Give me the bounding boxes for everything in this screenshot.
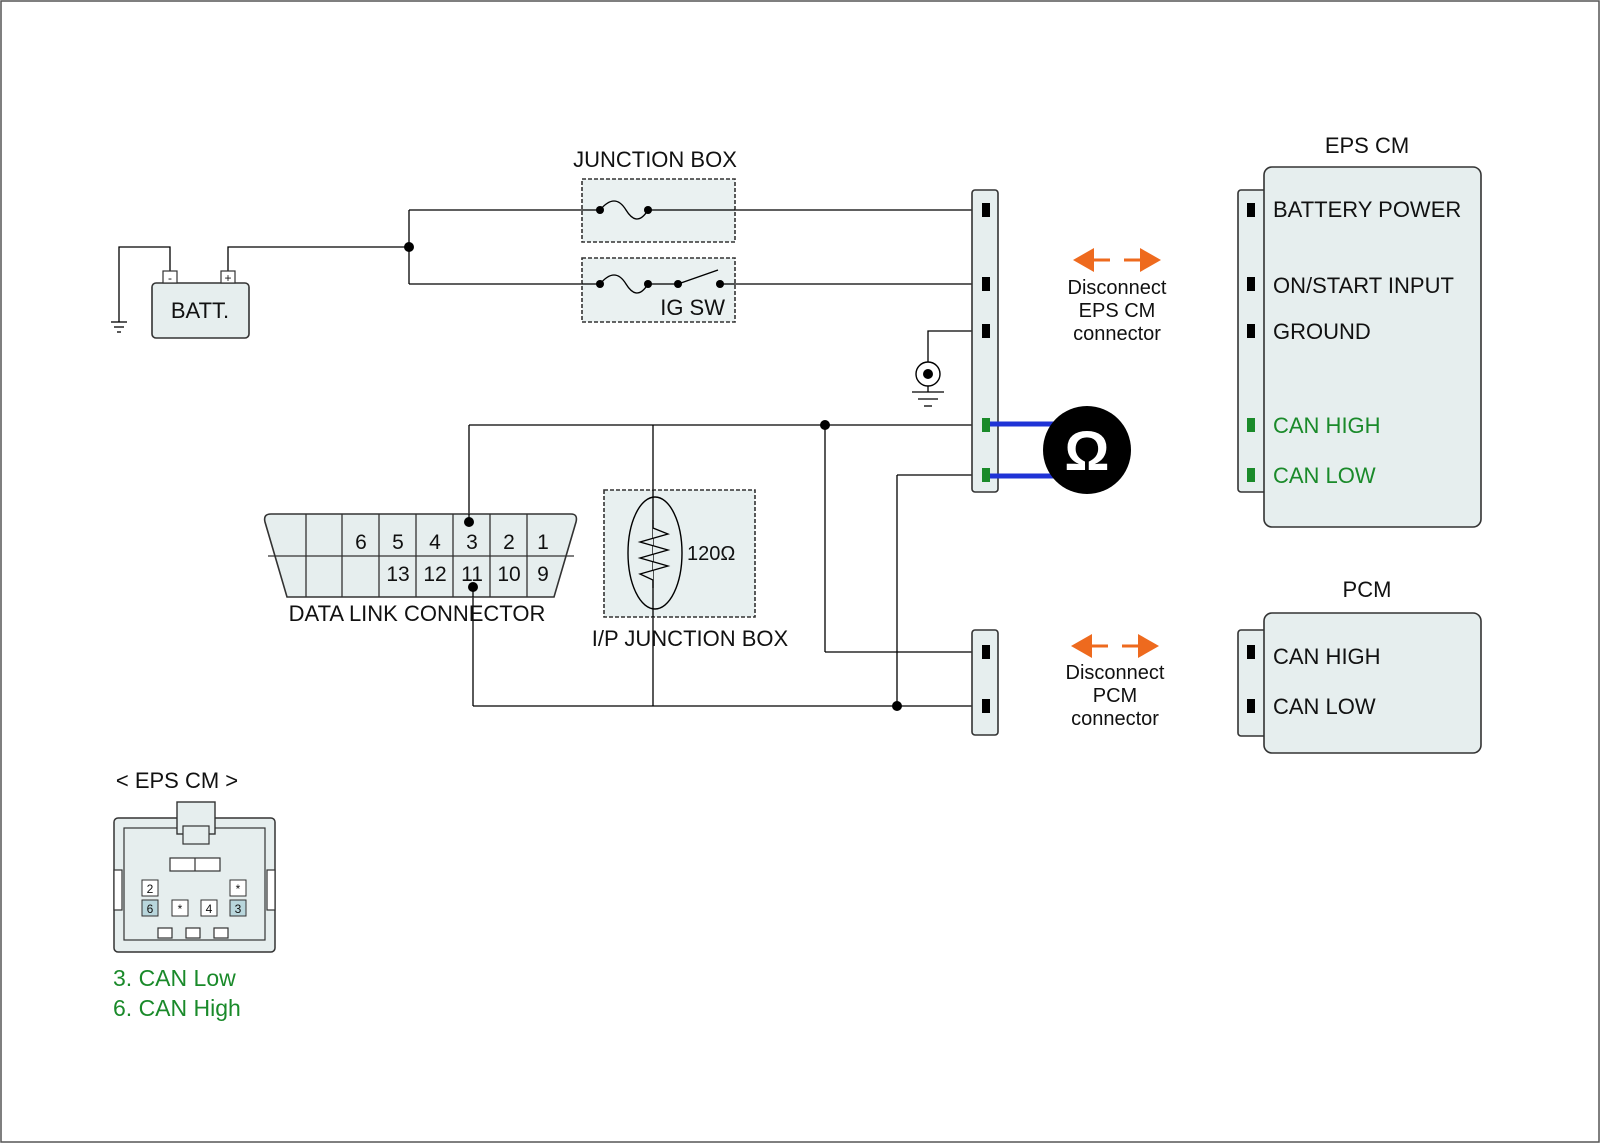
dlc-pin-10: 10 xyxy=(497,563,520,586)
connector-view-title: < EPS CM > xyxy=(116,768,238,793)
svg-text:EPS CM: EPS CM xyxy=(1079,300,1156,322)
dlc-pin-13: 13 xyxy=(386,563,409,586)
cv-pin-2: 2 xyxy=(147,882,154,896)
dlc-pin-11: 11 xyxy=(461,563,483,586)
dlc-label: DATA LINK CONNECTOR xyxy=(289,601,546,626)
connector-view: < EPS CM > 2 * 6 * 4 3 3. CAN Low 6. CA xyxy=(113,768,276,1021)
dlc-pin-1: 1 xyxy=(537,531,549,554)
battery-plus: + xyxy=(224,271,231,285)
cv-pin-3: 3 xyxy=(235,902,242,916)
dlc-pin-4: 4 xyxy=(429,531,441,554)
dlc-pin-5: 5 xyxy=(392,531,404,554)
battery: - + BATT. xyxy=(151,270,250,339)
eps-pin-ground: GROUND xyxy=(1273,319,1371,344)
pcm-harness-connector xyxy=(971,629,999,736)
eps-cm-module: EPS CM BATTERY POWER ON/START INPUT GROU… xyxy=(1237,133,1482,528)
cv-pin-star-top: * xyxy=(236,882,241,896)
pcm-title: PCM xyxy=(1343,577,1392,602)
svg-text:Disconnect: Disconnect xyxy=(1066,662,1165,684)
chassis-ground-icon xyxy=(912,361,944,407)
eps-pin-can-high: CAN HIGH xyxy=(1273,413,1381,438)
pcm-pin-can-low: CAN LOW xyxy=(1273,694,1376,719)
wires xyxy=(118,200,985,707)
junction-box-title: JUNCTION BOX xyxy=(573,147,737,172)
dlc-pin-12: 12 xyxy=(423,563,446,586)
eps-disconnect-note: Disconnect EPS CM connector xyxy=(1068,277,1167,345)
pcm-pin-can-high: CAN HIGH xyxy=(1273,644,1381,669)
svg-text:Disconnect: Disconnect xyxy=(1068,277,1167,299)
svg-text:PCM: PCM xyxy=(1093,685,1137,707)
ohmmeter-icon xyxy=(1043,406,1131,494)
cv-pin-star-bottom: * xyxy=(178,902,183,916)
battery-minus: - xyxy=(168,271,172,285)
legend-can-high: 6. CAN High xyxy=(113,995,241,1021)
eps-pin-on-start-input: ON/START INPUT xyxy=(1273,273,1454,298)
eps-harness-connector xyxy=(971,189,999,493)
eps-pin-can-low: CAN LOW xyxy=(1273,463,1376,488)
ig-sw-label: IG SW xyxy=(660,295,725,320)
cv-pin-6: 6 xyxy=(147,902,154,916)
dlc-pin-3: 3 xyxy=(466,531,478,554)
pcm-module: PCM CAN HIGH CAN LOW xyxy=(1237,577,1482,754)
dlc-pin-9: 9 xyxy=(537,563,549,586)
eps-pin-battery-power: BATTERY POWER xyxy=(1273,197,1461,222)
legend-can-low: 3. CAN Low xyxy=(113,965,236,991)
connector-face-icon xyxy=(113,801,276,953)
battery-ground-icon xyxy=(111,321,127,333)
junction-box: JUNCTION BOX IG SW xyxy=(573,147,737,323)
dlc-pin-6: 6 xyxy=(355,531,367,554)
battery-label: BATT. xyxy=(171,298,229,323)
pcm-disconnect-note: Disconnect PCM connector xyxy=(1066,662,1165,730)
svg-text:connector: connector xyxy=(1071,708,1159,730)
eps-cm-title: EPS CM xyxy=(1325,133,1409,158)
dlc-pin-2: 2 xyxy=(503,531,515,554)
junction-box-wiring xyxy=(582,200,735,294)
ohm-symbol: Ω xyxy=(1065,419,1110,482)
resistor-value: 120Ω xyxy=(687,543,735,565)
data-link-connector: 6 5 4 3 2 1 13 12 11 10 9 DATA LINK CONN… xyxy=(263,513,578,626)
cv-pin-4: 4 xyxy=(206,902,213,916)
ohmmeter: Ω xyxy=(990,406,1131,494)
ip-junction-label: I/P JUNCTION BOX xyxy=(592,626,789,651)
ip-junction-box: 120Ω I/P JUNCTION BOX xyxy=(592,489,789,651)
svg-text:connector: connector xyxy=(1073,323,1161,345)
